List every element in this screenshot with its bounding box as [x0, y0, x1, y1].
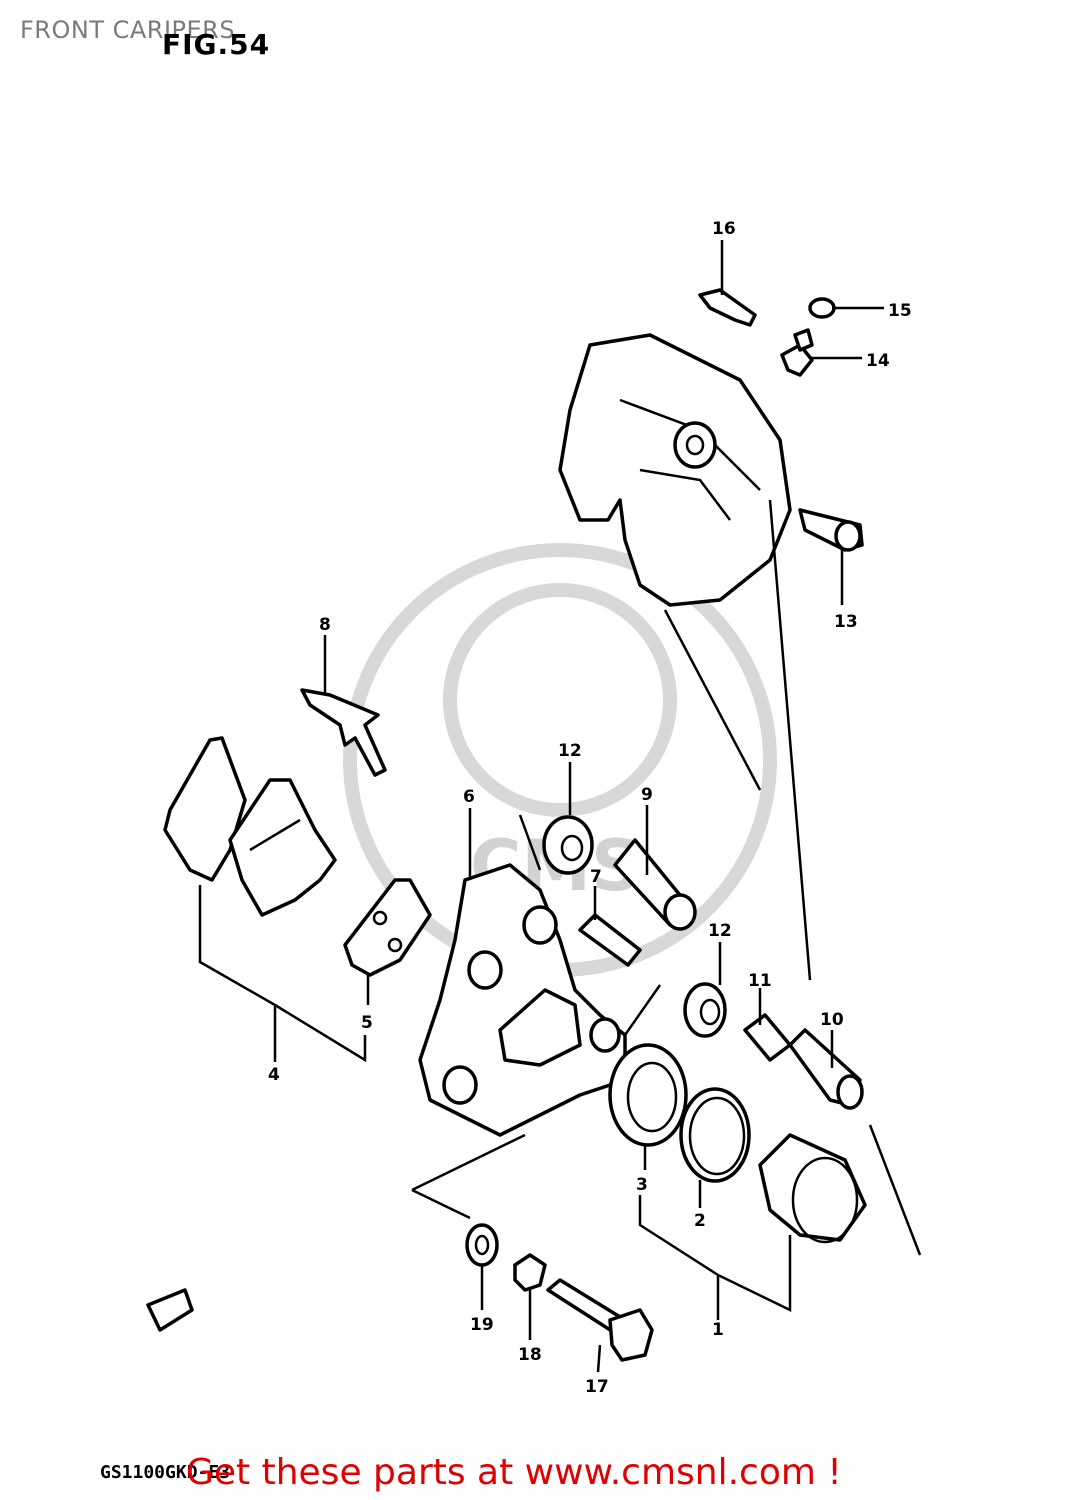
callout-2: 2	[694, 1211, 706, 1231]
clip-16-part	[698, 288, 757, 327]
arrow-marker-icon	[146, 1288, 194, 1332]
bleeder-14-part	[780, 328, 814, 377]
figure-label: FIG.54	[162, 28, 271, 61]
callout-15: 15	[888, 301, 912, 321]
callout-19: 19	[470, 1315, 494, 1335]
callout-14: 14	[866, 351, 890, 371]
boot-12-lower-part	[683, 982, 727, 1038]
callout-12-lower: 12	[708, 921, 732, 941]
bolt-17-part	[546, 1278, 654, 1362]
callout-9: 9	[641, 785, 653, 805]
callout-13: 13	[834, 612, 858, 632]
callout-6: 6	[463, 787, 475, 807]
pin-9-part	[613, 838, 697, 931]
callout-3: 3	[636, 1175, 648, 1195]
callout-10: 10	[820, 1010, 844, 1030]
bolt-13-part	[798, 508, 864, 552]
callout-11: 11	[748, 971, 772, 991]
sleeve-11-part	[743, 1013, 792, 1062]
callout-18: 18	[518, 1345, 542, 1365]
piston-1-part	[758, 1133, 867, 1244]
leader-lines	[198, 240, 922, 1373]
seal-2-part	[679, 1087, 751, 1183]
cap-15-part	[808, 297, 836, 319]
callout-4: 4	[268, 1065, 280, 1085]
shim-5-part	[343, 878, 432, 977]
diagram-code: GS1100GKD-E3	[100, 1462, 231, 1483]
promo-link[interactable]: Get these parts at www.cmsnl.com !	[186, 1452, 842, 1493]
caliper-body-6-part	[418, 863, 627, 1137]
callout-7: 7	[590, 867, 602, 887]
spring-8-part	[300, 688, 387, 777]
washer-19-part	[465, 1223, 499, 1267]
callout-1: 1	[712, 1320, 724, 1340]
caliper-holder-part	[558, 333, 792, 607]
clip-18-part	[513, 1253, 547, 1292]
page-title: FRONT CARIPERS	[20, 16, 236, 44]
callout-17: 17	[585, 1377, 609, 1397]
callout-5: 5	[361, 1013, 373, 1033]
callout-16: 16	[712, 219, 736, 239]
callout-12-upper: 12	[558, 741, 582, 761]
seal-3-part	[608, 1043, 688, 1147]
callout-8: 8	[319, 615, 331, 635]
brake-pads-4-part	[163, 736, 337, 917]
boot-12-upper-part	[542, 815, 594, 875]
pin-10-part	[788, 1028, 864, 1110]
pin-7-part	[578, 913, 642, 967]
